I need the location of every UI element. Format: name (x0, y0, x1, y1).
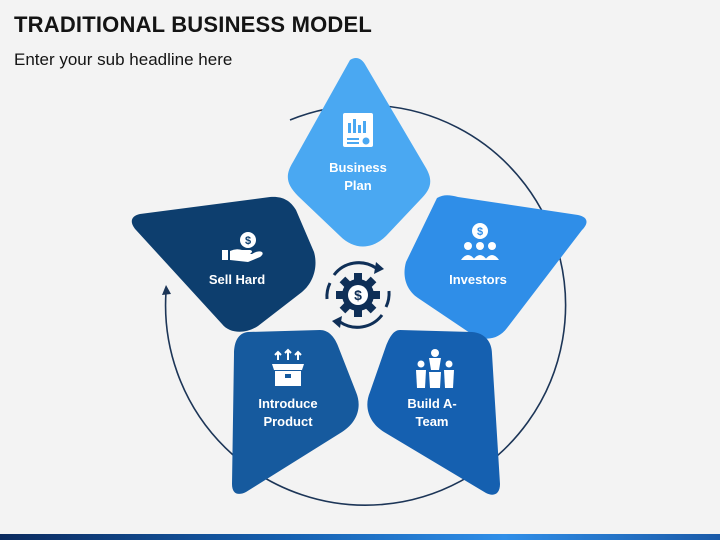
page-subtitle: Enter your sub headline here (14, 50, 233, 69)
footer-accent-bar (0, 534, 720, 540)
hand-dollar-icon: $ (222, 232, 263, 262)
segment-label-line2: Plan (344, 178, 372, 193)
investors-icon: $ (461, 223, 499, 260)
svg-text:$: $ (354, 287, 362, 303)
team-icon (416, 349, 454, 388)
segment-build-a-team[interactable]: Build A- Team (367, 330, 500, 495)
segment-label-line1: Investors (449, 272, 507, 287)
segment-investors[interactable]: $ Investors (404, 195, 587, 339)
segment-label-line1: Business (329, 160, 387, 175)
segment-sell-hard[interactable]: $ Sell Hard (131, 196, 316, 332)
svg-text:$: $ (477, 226, 483, 238)
segment-label-line1: Build A- (407, 396, 456, 411)
cycle-arc (164, 104, 567, 506)
page-title: TRADITIONAL BUSINESS MODEL (14, 12, 373, 37)
gear-dollar-icon: $ (325, 261, 391, 329)
document-chart-icon (343, 113, 373, 147)
segment-label-line2: Team (416, 414, 449, 429)
segment-label-line1: Sell Hard (209, 272, 265, 287)
svg-text:$: $ (245, 235, 251, 247)
segment-label-line1: Introduce (258, 396, 317, 411)
cycle-arrowhead (162, 285, 171, 295)
segment-label-line2: Product (263, 414, 313, 429)
product-box-icon (272, 348, 304, 386)
segment-business-plan[interactable]: Business Plan (287, 58, 431, 247)
segment-introduce-product[interactable]: Introduce Product (232, 330, 359, 494)
